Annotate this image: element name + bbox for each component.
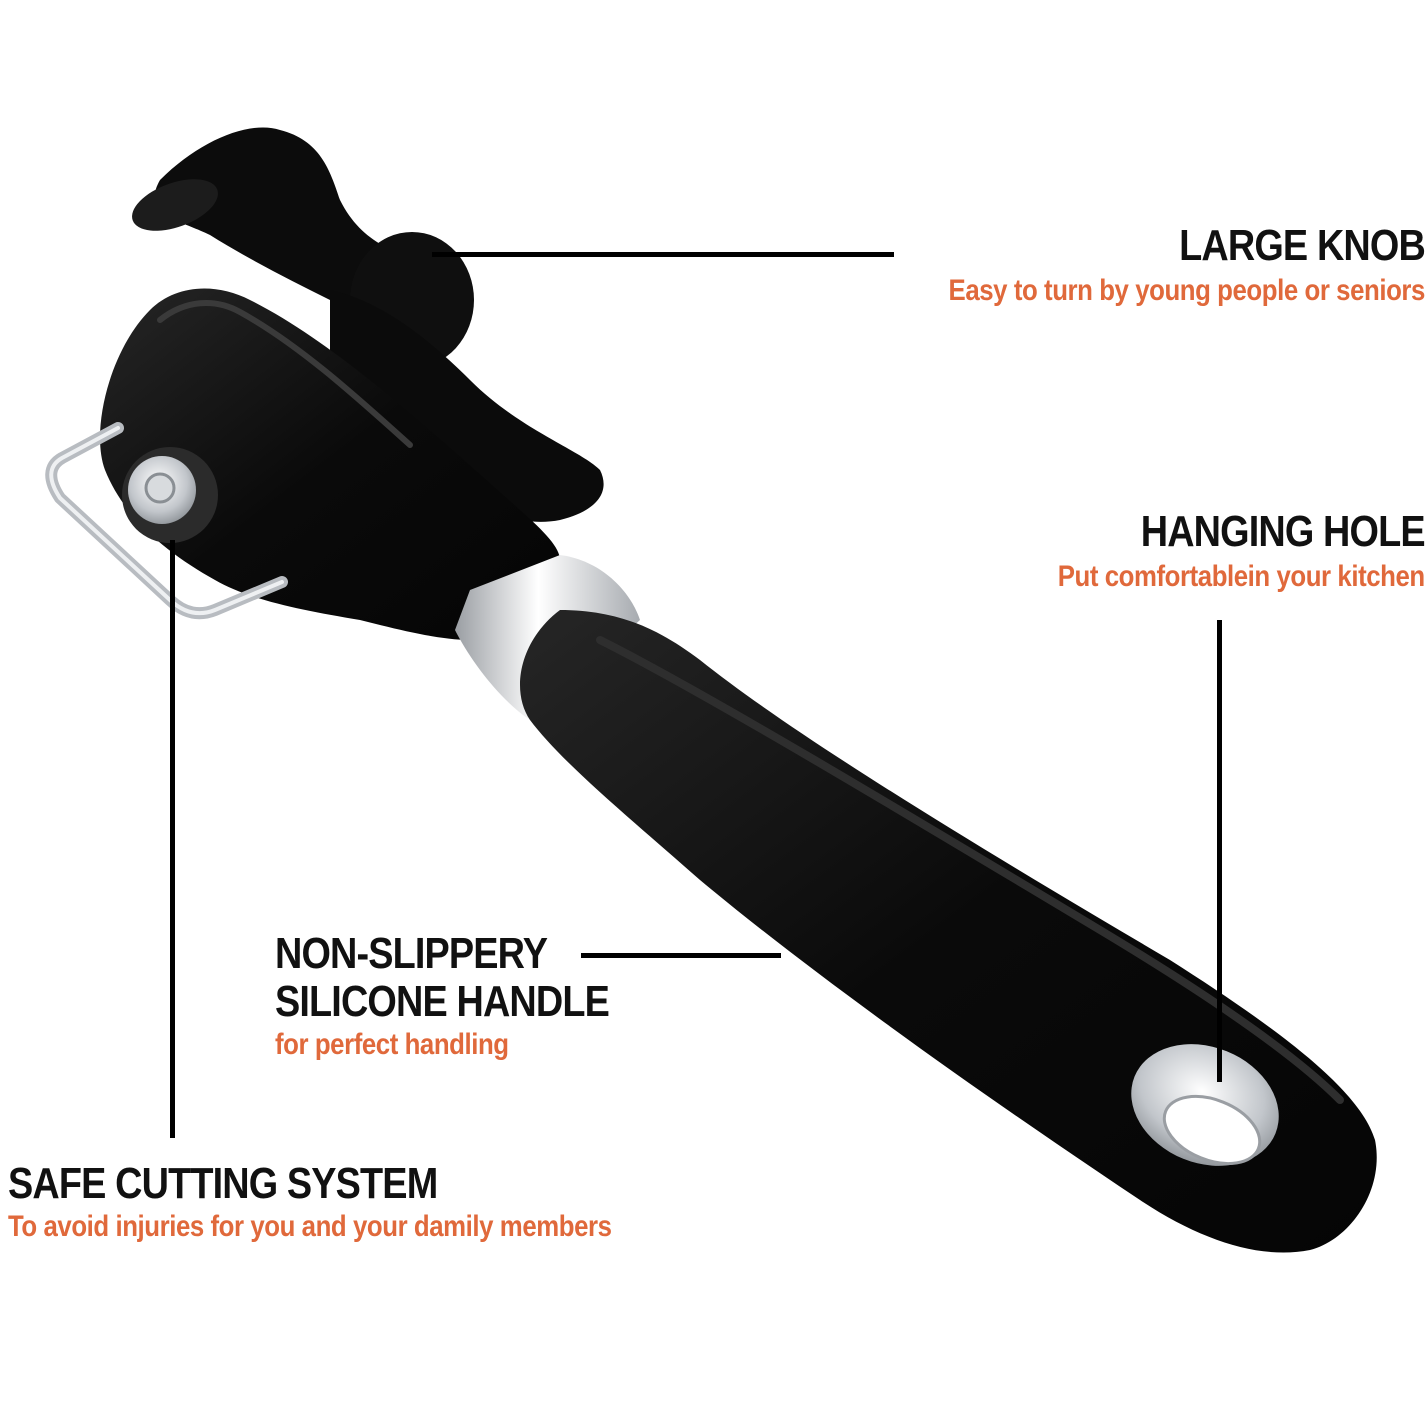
feature-description: Easy to turn by young people or seniors [948,274,1426,307]
handle-highlight [596,636,1344,1104]
hole-leader-line [1217,620,1222,1082]
feature-safe-cutting: SAFE CUTTING SYSTEM To avoid injuries fo… [8,1160,710,1244]
handle-leader-line [581,953,781,958]
feature-title-line2: SILICONE HANDLE [275,977,610,1026]
feature-title: HANGING HOLE [1140,507,1426,556]
feature-description: for perfect handling [275,1028,509,1061]
knob-grip-hole [132,179,218,231]
feature-description: Put comfortablein your kitchen [1058,560,1425,593]
cutting-leader-line [170,540,175,1138]
knob-wing-bottom [330,290,604,522]
feature-silicone-handle: NON-SLIPPERY SILICONE HANDLE for perfect… [275,930,663,1062]
feature-title: LARGE KNOB [1179,221,1426,270]
head-highlight [157,300,413,448]
feature-title: SAFE CUTTING SYSTEM [8,1159,438,1208]
opener-head [100,288,560,640]
knob-leader-line [432,252,894,257]
feature-hanging-hole: HANGING HOLE Put comfortablein your kitc… [998,507,1426,594]
feature-large-knob: LARGE KNOB Easy to turn by young people … [871,221,1426,308]
feature-description: To avoid injuries for you and your damil… [8,1210,612,1243]
hanging-hole [1162,1094,1262,1166]
feature-title-line1: NON-SLIPPERY [275,929,548,978]
